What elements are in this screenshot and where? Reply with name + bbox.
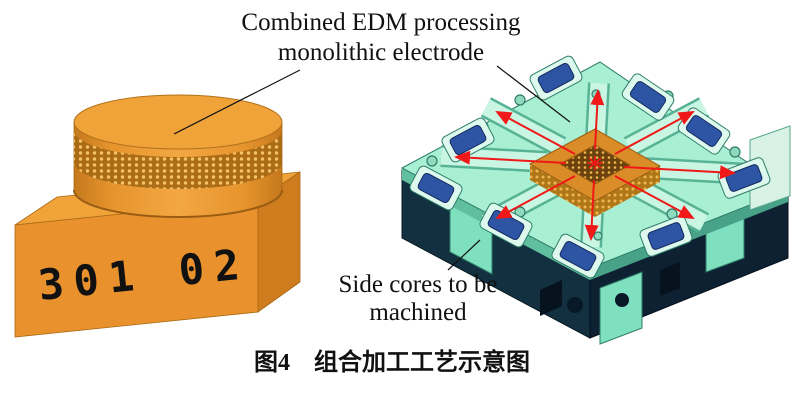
insert-blue	[449, 124, 487, 156]
electrode-knurl-band	[74, 130, 282, 189]
mold-side-slot	[660, 262, 680, 296]
edm-arrow	[584, 179, 599, 241]
top-label-line1: Combined EDM processing	[241, 9, 521, 36]
mold-side-hole	[567, 297, 583, 313]
bolt-hole	[514, 94, 526, 106]
leader-line-side-cores	[447, 239, 481, 271]
edm-arrow	[495, 175, 576, 219]
insert-blue	[725, 164, 763, 192]
electrode-knurl-skirt	[530, 164, 595, 217]
figure-caption: 图4 组合加工工艺示意图	[254, 348, 530, 376]
corner-clamp	[551, 233, 605, 279]
side-core-block	[599, 271, 643, 345]
mold-side-hole	[615, 293, 629, 307]
side-cores-label-line2: machined	[369, 299, 467, 326]
top-label-line2: monolithic electrode	[278, 39, 484, 66]
electrode-knurl-skirt	[595, 166, 660, 217]
edm-arrow	[623, 165, 736, 180]
electrode-base-right-face	[257, 171, 301, 313]
mold-side-slot	[540, 280, 562, 316]
bolt-hole	[426, 155, 438, 167]
leader-line-electrode	[173, 69, 301, 135]
corner-clamp	[639, 215, 693, 257]
edm-arrow	[495, 111, 576, 155]
side-cores-label-line1: Side cores to be	[339, 271, 498, 298]
insert-blue	[537, 62, 575, 94]
corner-clamp	[409, 165, 463, 211]
bolt-hole	[593, 231, 603, 241]
leader-line-mold-center	[496, 65, 571, 123]
electrode-cylinder-bottom-edge	[73, 189, 283, 218]
edm-arrow	[614, 175, 695, 219]
edm-arrow	[590, 89, 605, 150]
electrode-model: 301 02	[14, 94, 301, 338]
insert-blue	[629, 81, 667, 113]
corner-clamps	[409, 55, 771, 279]
edm-arrow	[454, 150, 567, 165]
insert-blue	[417, 172, 455, 204]
corner-clamp	[621, 73, 675, 121]
electrode-cylinder-top-face	[73, 94, 283, 150]
bolt-hole	[729, 146, 741, 158]
insert-blue	[559, 240, 597, 272]
insert-blue	[647, 222, 685, 250]
edm-center-dot	[592, 160, 598, 166]
edm-arrow	[614, 111, 695, 155]
corner-clamp	[529, 55, 583, 101]
mold-model	[400, 55, 791, 345]
corner-clamp	[717, 157, 771, 199]
